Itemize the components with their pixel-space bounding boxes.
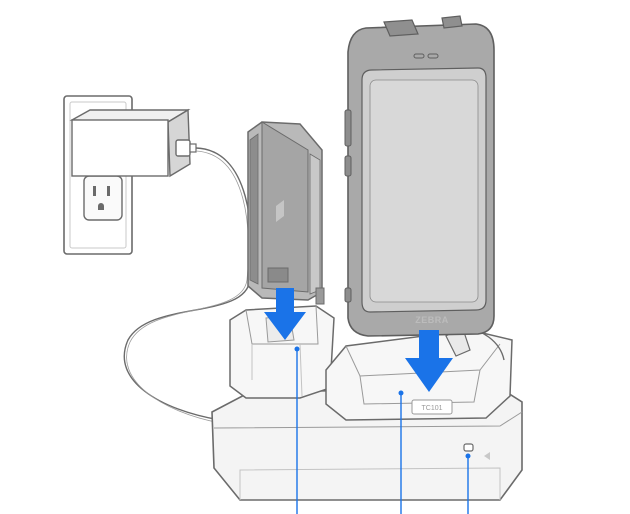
arrow-down-icon	[264, 288, 306, 340]
callout-device-slot	[398, 390, 404, 514]
charge-led-indicator	[463, 443, 474, 452]
arrow-down-icon	[405, 330, 453, 392]
callout-charge-led	[465, 453, 471, 514]
callout-battery-slot	[294, 346, 300, 514]
mobile-device-icon: ZEBRA	[344, 15, 495, 337]
battery-pack-icon	[247, 121, 325, 305]
cradle-model-label: TC101	[421, 405, 442, 412]
power-adapter-icon	[69, 108, 197, 178]
charging-cradle-icon: TC101	[211, 305, 523, 501]
device-brand-label: ZEBRA	[415, 315, 449, 325]
